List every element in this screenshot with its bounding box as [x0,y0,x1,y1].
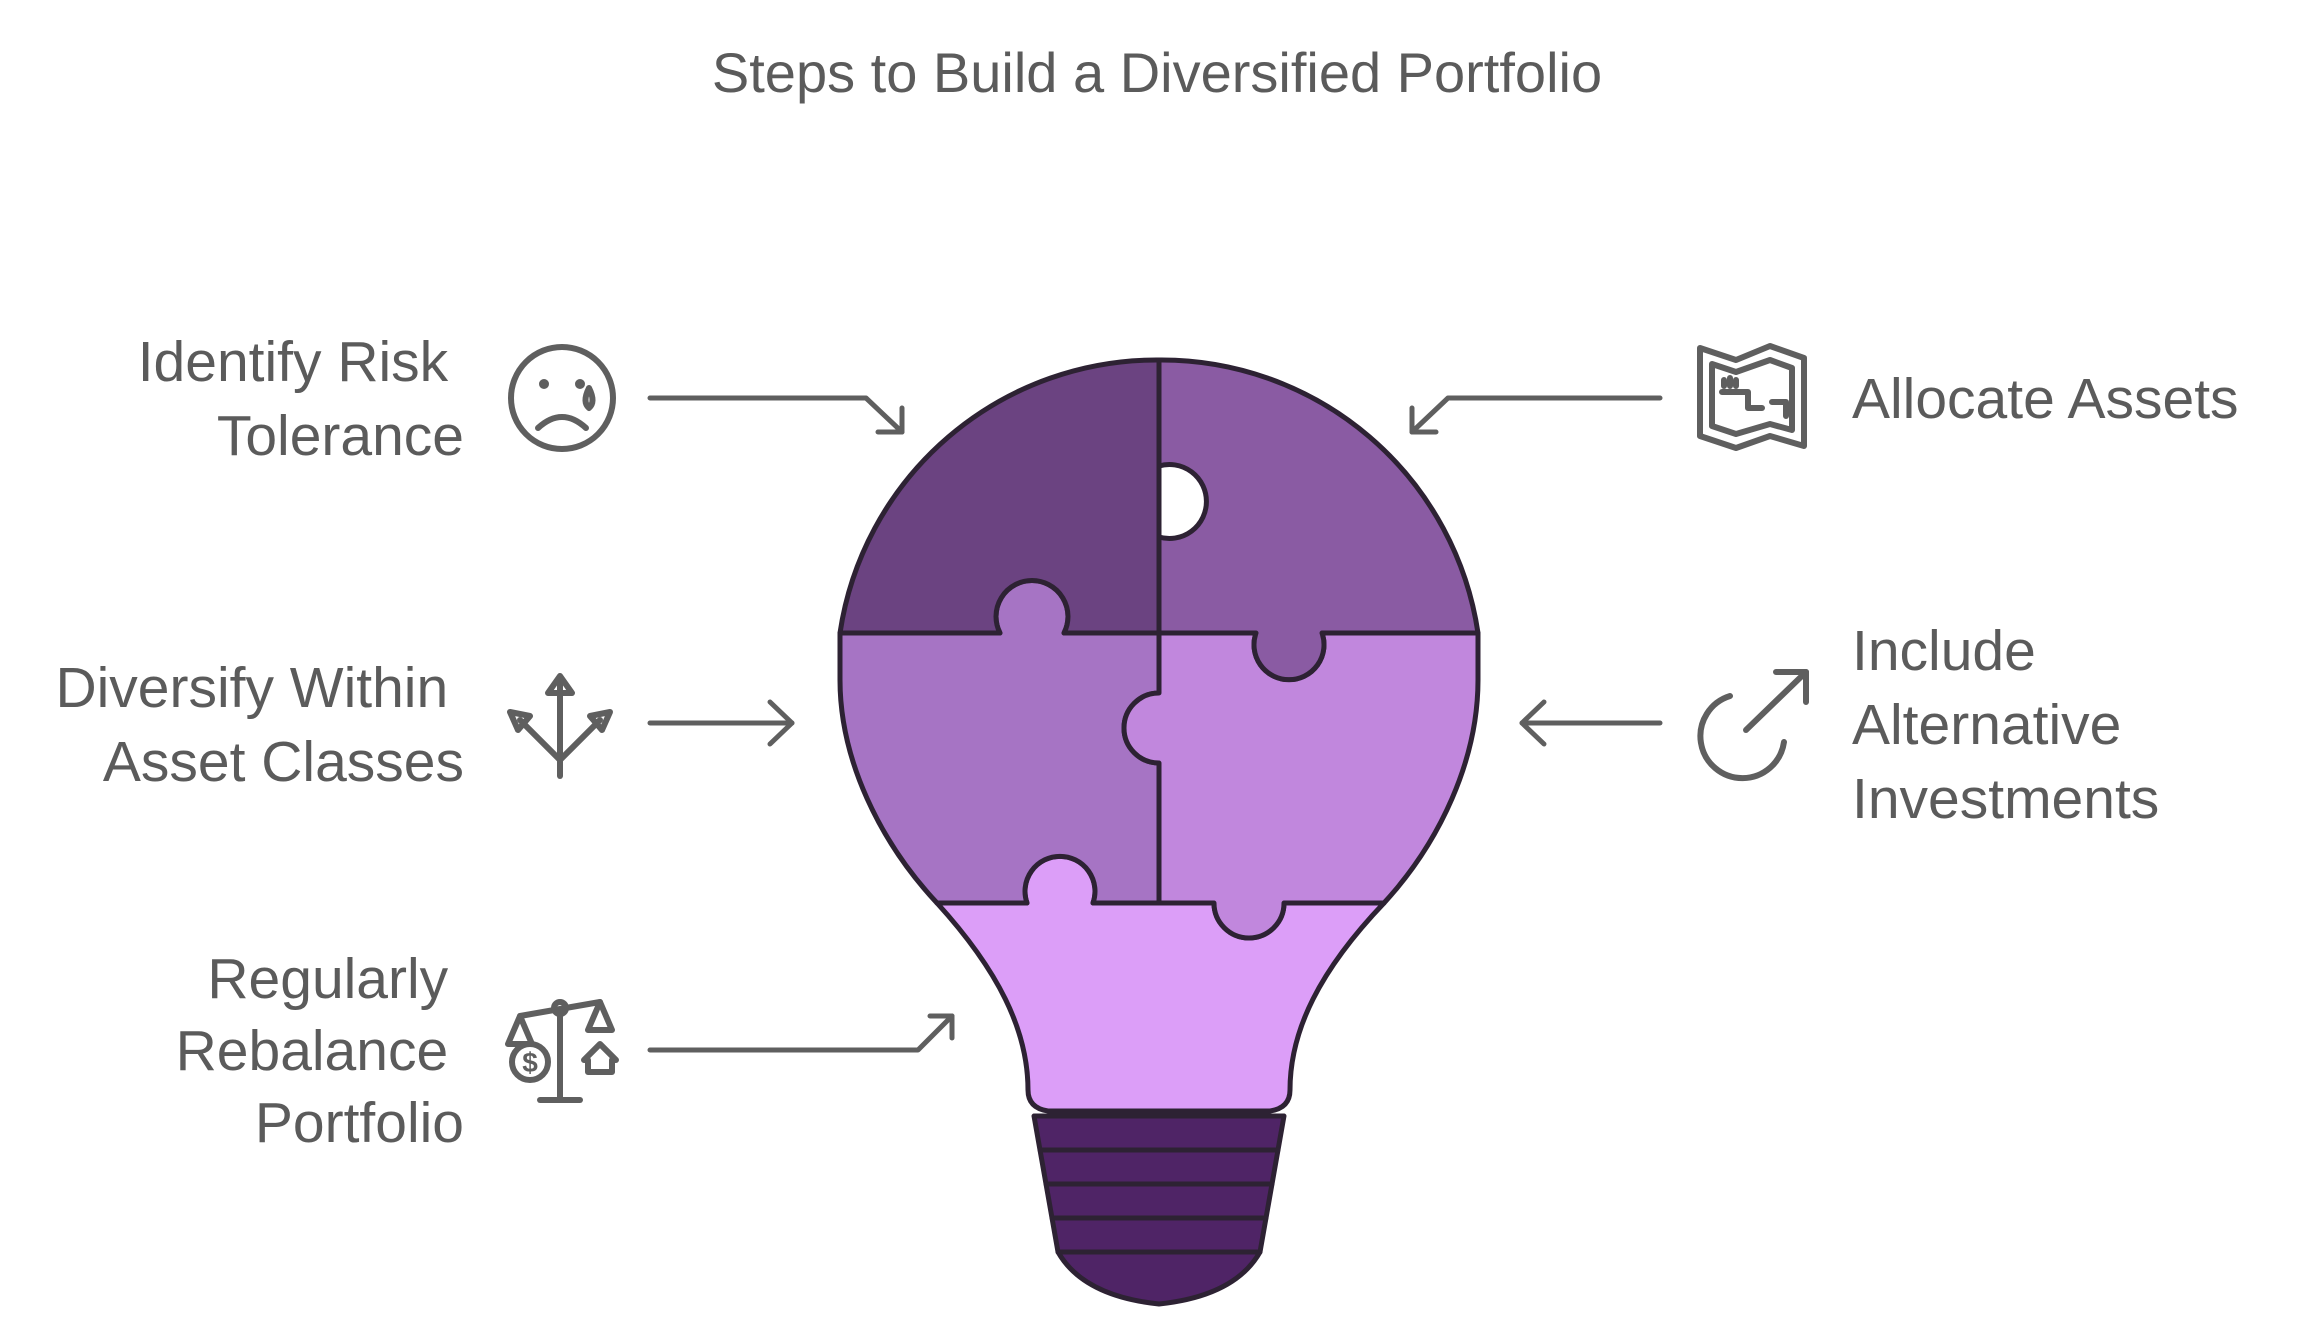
diagram-title: Steps to Build a Diversified Portfolio [712,41,1602,104]
outward-arrow-circle-icon [1697,669,1809,782]
arrow-to-bulb [1409,395,1663,435]
step-regularly-rebalance-portfolio: Regularly Rebalance Portfolio $ [176,947,955,1155]
arrow-to-bulb [647,699,795,747]
bulb-base-tip [1055,1249,1263,1307]
bulb-base-thread-4 [1049,1215,1269,1255]
balance-scale-icon: $ [505,999,619,1103]
step-label: Regularly Rebalance Portfolio [176,947,464,1155]
bulb-base-thread-2 [1037,1147,1281,1187]
bulb-upper-left-piece [837,357,1162,636]
arrow-to-bulb [1519,699,1663,747]
step-label: Include Alternative Investments [1852,619,2159,831]
step-label: Diversify Within Asset Classes [55,656,464,794]
sad-face-icon [508,344,616,452]
bulb-screw-base [1031,1113,1287,1307]
step-label: Allocate Assets [1852,367,2239,431]
split-arrows-icon [507,673,613,779]
map-icon [1697,343,1807,451]
bulb-base-thread-3 [1043,1181,1275,1221]
step-allocate-assets: Allocate Assets [1409,343,2239,451]
arrow-to-bulb [647,395,905,435]
step-include-alternative-investments: Include Alternative Investments [1519,619,2159,831]
bulb-base-thread-1 [1031,1113,1287,1153]
bulb-upper-right-piece [1156,357,1481,683]
lightbulb [837,357,1481,1307]
svg-text:$: $ [522,1047,538,1078]
arrow-to-bulb [647,1013,955,1053]
step-identify-risk-tolerance: Identify Risk Tolerance [138,330,905,468]
step-diversify-within-asset-classes: Diversify Within Asset Classes [55,656,795,794]
step-label: Identify Risk Tolerance [138,330,464,468]
